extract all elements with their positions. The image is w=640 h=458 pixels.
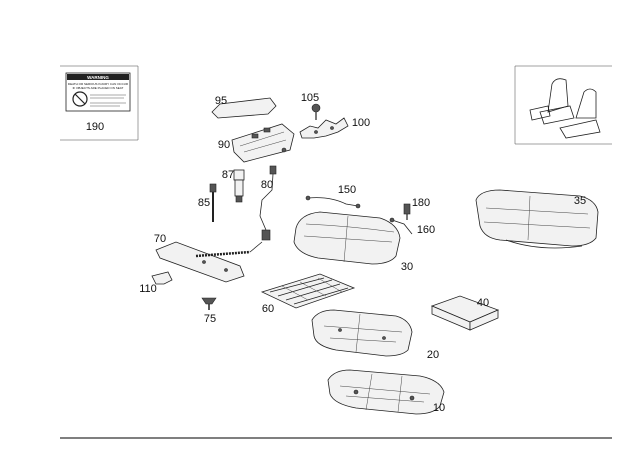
callout-100: 100: [352, 117, 370, 129]
part-100: 100: [299, 117, 370, 139]
warning-label-box: WARNING DEATH OR SERIOUS INJURY CAN OCCU…: [60, 65, 139, 141]
part-150: 150: [305, 184, 361, 209]
callout-10: 10: [433, 402, 445, 414]
part-105: 105: [301, 92, 321, 120]
part-85: 85: [198, 183, 217, 222]
part-95: 95: [211, 95, 277, 119]
warning-label-line1: DEATH OR SERIOUS INJURY CAN OCCUR: [68, 82, 129, 86]
callout-150: 150: [338, 184, 356, 196]
callout-85: 85: [198, 197, 210, 209]
part-35: 35: [475, 189, 599, 249]
part-70: 70: [154, 233, 263, 283]
callout-75: 75: [204, 313, 216, 325]
part-10: 10: [327, 369, 445, 415]
callout-190: 190: [86, 121, 104, 133]
part-40: 40: [430, 295, 500, 331]
callout-80: 80: [261, 179, 273, 191]
callout-180: 180: [412, 197, 430, 209]
callout-35: 35: [574, 195, 586, 207]
callout-30: 30: [401, 261, 413, 273]
part-20: 20: [311, 309, 439, 361]
callout-87: 87: [222, 169, 234, 181]
seat-overview-thumbnail: [514, 65, 612, 145]
part-30: 30: [293, 211, 413, 273]
part-75: 75: [201, 297, 217, 325]
callout-105: 105: [301, 92, 319, 104]
callout-110: 110: [139, 283, 157, 295]
callout-40: 40: [477, 297, 489, 309]
callout-20: 20: [427, 349, 439, 361]
prohibition-icon: [72, 91, 88, 107]
part-60: 60: [260, 273, 356, 315]
part-80: 80: [259, 165, 277, 241]
part-160: 160: [389, 217, 435, 236]
callout-70: 70: [154, 233, 166, 245]
callout-60: 60: [262, 303, 274, 315]
warning-label-heading: WARNING: [87, 75, 109, 80]
part-90: 90: [218, 123, 295, 163]
part-87: 87: [222, 169, 245, 203]
part-180: 180: [403, 197, 430, 220]
callout-160: 160: [417, 224, 435, 236]
part-110: 110: [139, 271, 173, 295]
callout-90: 90: [218, 139, 230, 151]
warning-label-line2: IF OBJECTS ARE PLACED ON SEAT: [73, 86, 124, 90]
callout-95: 95: [215, 95, 227, 107]
